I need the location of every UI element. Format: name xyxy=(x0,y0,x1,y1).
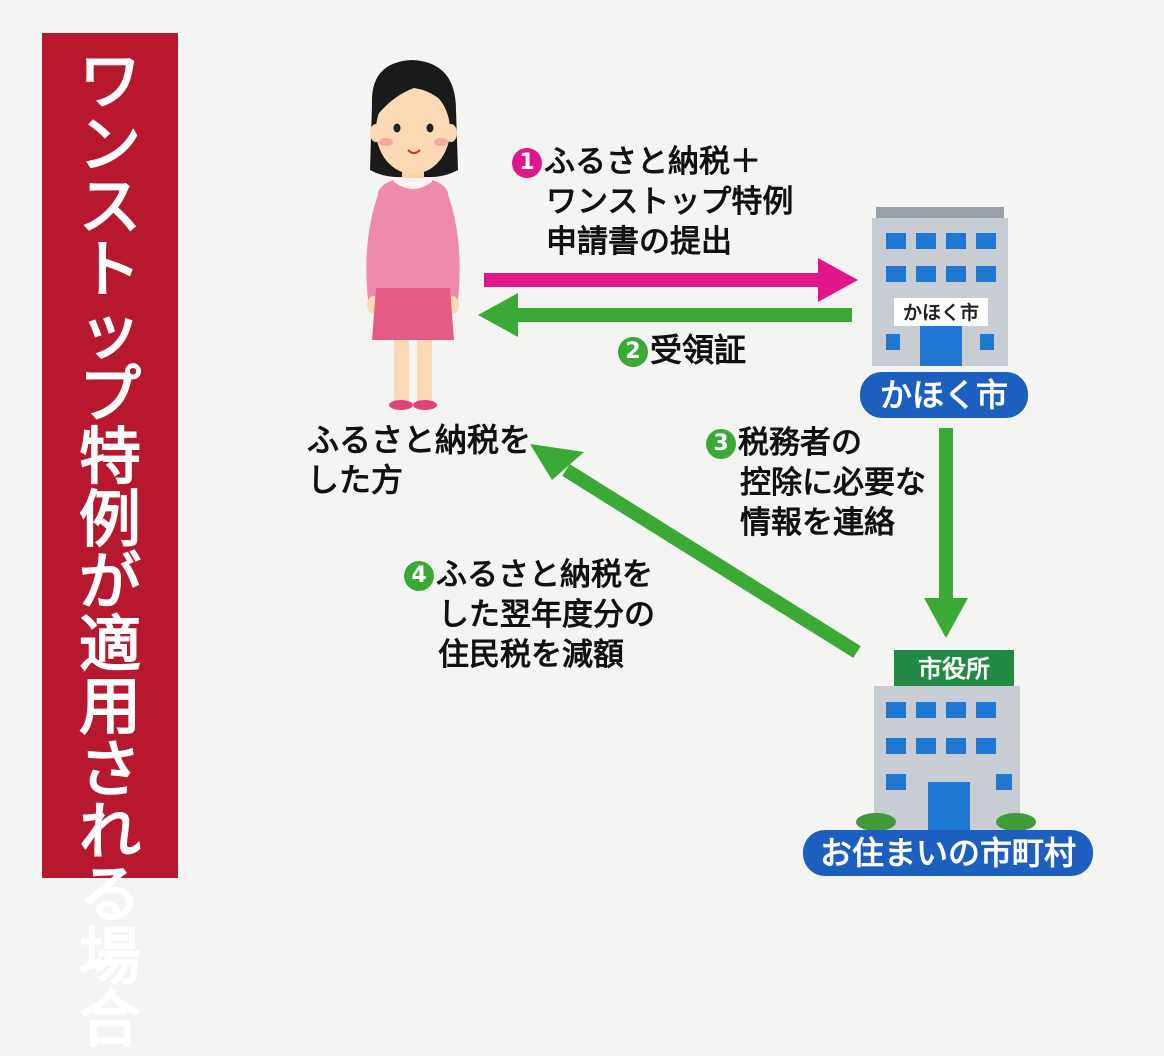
diagram-graphics: かほく市 市役所 xyxy=(366,60,1036,832)
city-hall-sign: 市役所 xyxy=(918,655,990,683)
step-1-line-3: 申請書の提出 xyxy=(546,224,732,260)
kahoku-city-building xyxy=(872,207,1008,366)
arrow-step-4 xyxy=(530,444,861,658)
step-4-line-2: した翌年度分の xyxy=(438,597,655,633)
step-2-line-1: 受領証 xyxy=(650,331,747,369)
arrow-step-1 xyxy=(484,258,858,302)
step-4-line-1: ふるさと納税を xyxy=(436,557,653,593)
step-1-number: 1 xyxy=(512,148,542,178)
step-1-line-1: ふるさと納税＋ xyxy=(544,144,761,180)
arrow-step-2 xyxy=(478,293,852,337)
step-4-number: 4 xyxy=(404,561,434,591)
person-label-line-1: ふるさと納税を xyxy=(307,421,532,459)
person-illustration xyxy=(366,60,460,410)
step-4-line-3: 住民税を減額 xyxy=(438,637,624,673)
step-3-line-3: 情報を連絡 xyxy=(740,505,895,541)
city-hall-building xyxy=(856,650,1036,832)
step-2-number: 2 xyxy=(618,337,648,367)
kahoku-building-sign: かほく市 xyxy=(903,301,979,324)
step-1-line-2: ワンストップ特例 xyxy=(546,184,794,220)
person-label-line-2: した方 xyxy=(307,461,404,499)
residence-city-label: お住まいの市町村 xyxy=(803,830,1093,876)
title-banner: ワンストップ特例が適用される場合 xyxy=(42,33,178,1050)
step-3-line-2: 控除に必要な xyxy=(740,465,926,501)
arrow-step-3 xyxy=(924,428,968,638)
person-label: ふるさと納税を した方 xyxy=(307,420,531,500)
step-3-number: 3 xyxy=(706,429,736,459)
kahoku-city-label: かほく市 xyxy=(860,372,1028,418)
step-3-line-1: 税務者の xyxy=(738,425,862,461)
